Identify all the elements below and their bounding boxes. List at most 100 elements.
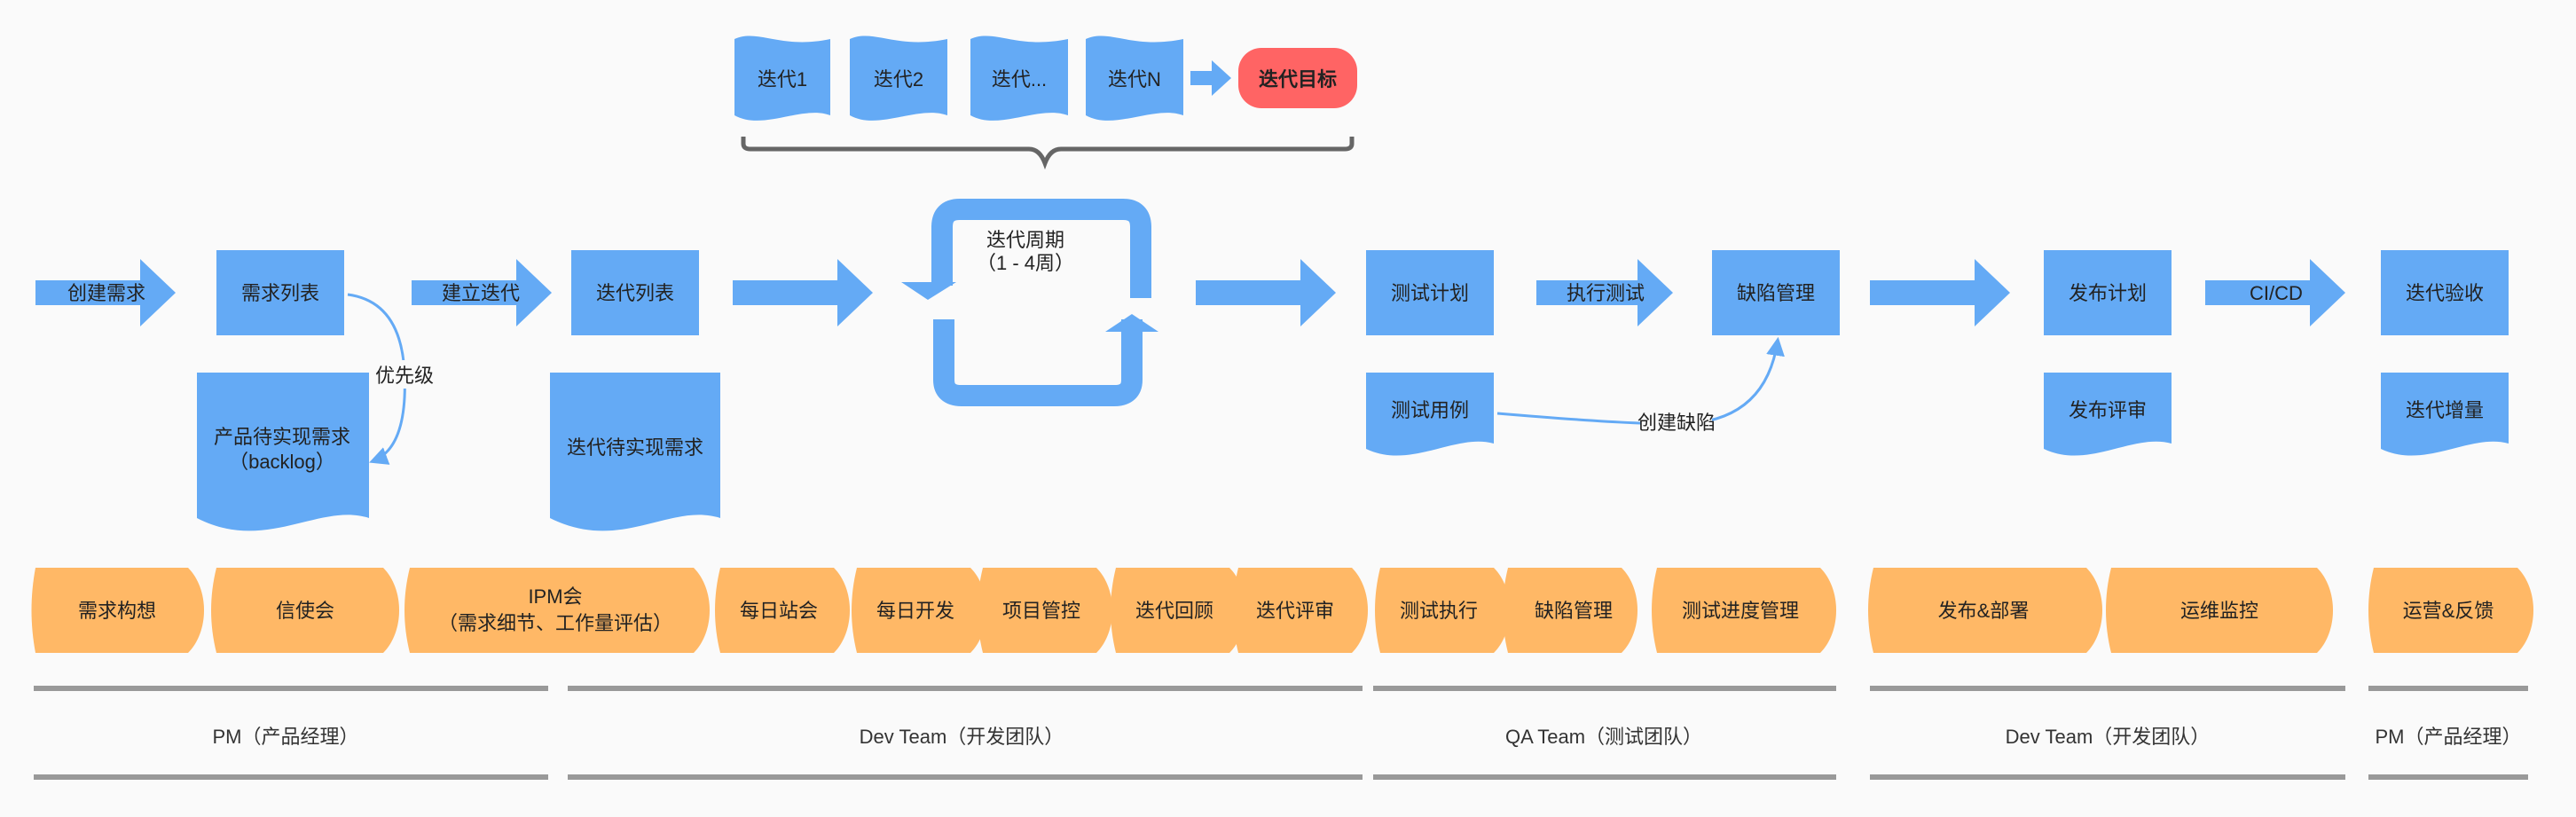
activity-requirement-ideation-label: 需求构想 [78, 600, 156, 622]
iteration-doc-n-label: 迭代N [1108, 68, 1161, 90]
iteration-backlog: 迭代待实现需求 [550, 373, 720, 531]
create-requirement-label: 创建需求 [67, 282, 145, 304]
activity-iteration-review: 迭代评审 [1233, 568, 1368, 653]
activity-defect-management-label: 缺陷管理 [1535, 600, 1613, 622]
activity-defect-management: 缺陷管理 [1503, 568, 1637, 653]
team-lane-qa-label: QA Team（测试团队） [1505, 726, 1702, 748]
priority-label: 优先级 [375, 365, 434, 387]
requirement-list-label: 需求列表 [241, 282, 319, 304]
to-goal-arrow [1190, 60, 1231, 96]
defect-management-label: 缺陷管理 [1737, 282, 1815, 304]
team-lane-pm-1: PM（产品经理） [34, 686, 548, 780]
activity-ipm-meeting: IPM会 （需求细节、工作量评估） [404, 568, 710, 653]
release-plan-label: 发布计划 [2069, 282, 2147, 304]
iteration-backlog-label: 迭代待实现需求 [567, 436, 703, 459]
activity-test-execution: 测试执行 [1375, 568, 1510, 653]
cicd-label: CI/CD [2250, 282, 2303, 304]
team-lane-dev-2: Dev Team（开发团队） [1870, 686, 2345, 780]
team-lanes: PM（产品经理） Dev Team（开发团队） QA Team（测试团队） De… [34, 686, 2528, 780]
activity-daily-standup-label: 每日站会 [740, 600, 818, 622]
execute-test-arrow: 执行测试 [1536, 259, 1673, 326]
iteration-cycle: 迭代周期 （1 - 4周） [901, 199, 1158, 406]
activity-ipm-meeting-sub: （需求细节、工作量评估） [438, 612, 672, 634]
build-iteration-label: 建立迭代 [442, 282, 520, 304]
iteration-acceptance: 迭代验收 [2381, 250, 2509, 335]
to-release-arrow [1870, 259, 2010, 326]
iteration-list-label: 迭代列表 [596, 282, 674, 304]
iteration-doc-1-label: 迭代1 [758, 68, 807, 90]
product-backlog: 产品待实现需求 （backlog） [197, 373, 369, 531]
release-plan: 发布计划 [2044, 250, 2172, 335]
iteration-doc-3-label: 迭代... [992, 68, 1047, 90]
activity-project-control-label: 项目管控 [1002, 600, 1080, 622]
activity-ops-monitoring: 运维监控 [2106, 568, 2333, 653]
test-case-label: 测试用例 [1391, 399, 1469, 421]
test-case: 测试用例 [1366, 373, 1494, 456]
create-requirement-arrow: 创建需求 [35, 259, 176, 326]
to-testing-arrow [1196, 259, 1336, 326]
iteration-doc-n: 迭代N [1086, 35, 1183, 121]
cycle-arrowhead-up [1105, 314, 1158, 332]
defect-management: 缺陷管理 [1712, 250, 1840, 335]
activity-daily-development: 每日开发 [852, 568, 986, 653]
activity-release-deploy: 发布&部署 [1868, 568, 2102, 653]
activity-retrospective-label: 迭代回顾 [1135, 600, 1213, 622]
team-lane-dev-1: Dev Team（开发团队） [568, 686, 1363, 780]
iteration-acceptance-label: 迭代验收 [2406, 282, 2484, 304]
activity-daily-development-label: 每日开发 [876, 600, 954, 622]
qa-section: 测试计划 执行测试 缺陷管理 测试用例 创建缺陷 [1366, 250, 1840, 456]
cycle-arrowhead-down [901, 282, 956, 300]
activity-operation-feedback-label: 运营&反馈 [2403, 600, 2494, 622]
activity-test-execution-label: 测试执行 [1400, 600, 1478, 622]
activity-project-control: 项目管控 [978, 568, 1112, 653]
cycle-label-line2: （1 - 4周） [977, 252, 1074, 274]
activity-test-progress-label: 测试进度管理 [1682, 600, 1799, 622]
activity-row: 需求构想 信使会 IPM会 （需求细节、工作量评估） 每日站会 每日开发 项目管… [31, 568, 2533, 653]
activity-daily-standup: 每日站会 [715, 568, 850, 653]
team-lane-qa: QA Team（测试团队） [1373, 686, 1836, 780]
iteration-list: 迭代列表 [571, 250, 699, 335]
activity-ipm-meeting-label: IPM会 [528, 585, 582, 608]
activity-release-deploy-label: 发布&部署 [1938, 600, 2030, 622]
product-backlog-line2: （backlog） [229, 451, 335, 473]
build-iteration-arrow: 建立迭代 [412, 259, 552, 326]
execute-test-label: 执行测试 [1567, 282, 1645, 304]
iteration-increment-label: 迭代增量 [2406, 399, 2484, 421]
activity-requirement-ideation: 需求构想 [31, 568, 204, 653]
team-lane-dev-1-label: Dev Team（开发团队） [860, 726, 1064, 748]
activity-test-progress: 测试进度管理 [1652, 568, 1836, 653]
iteration-doc-3: 迭代... [970, 35, 1068, 121]
team-lane-pm-1-label: PM（产品经理） [212, 726, 358, 748]
activity-messenger-meeting-label: 信使会 [276, 600, 334, 622]
team-lane-pm-2-label: PM（产品经理） [2375, 726, 2521, 748]
cicd-arrow: CI/CD [2205, 259, 2345, 326]
activity-iteration-review-label: 迭代评审 [1256, 600, 1334, 622]
to-cycle-arrow [733, 259, 873, 326]
test-plan-label: 测试计划 [1391, 282, 1469, 304]
requirements-section: 创建需求 需求列表 优先级 产品待实现需求 （backlog） 建立迭代 迭代列… [35, 250, 873, 531]
activity-ops-monitoring-label: 运维监控 [2180, 600, 2258, 622]
iteration-doc-2-label: 迭代2 [874, 68, 923, 90]
test-plan: 测试计划 [1366, 250, 1494, 335]
activity-operation-feedback: 运营&反馈 [2368, 568, 2533, 653]
requirement-list: 需求列表 [216, 250, 344, 335]
activity-messenger-meeting: 信使会 [211, 568, 399, 653]
iteration-increment: 迭代增量 [2381, 373, 2509, 456]
team-lane-dev-2-label: Dev Team（开发团队） [2006, 726, 2211, 748]
activity-retrospective: 迭代回顾 [1111, 568, 1245, 653]
iteration-goal-label: 迭代目标 [1259, 68, 1337, 90]
release-review-label: 发布评审 [2069, 399, 2147, 421]
iteration-goal: 迭代目标 [1238, 48, 1357, 108]
iterations-brace [741, 137, 1355, 170]
create-defect-label: 创建缺陷 [1637, 412, 1716, 434]
product-backlog-line1: 产品待实现需求 [214, 426, 350, 448]
release-review: 发布评审 [2044, 373, 2172, 456]
team-lane-pm-2: PM（产品经理） [2368, 686, 2528, 780]
iteration-strip: 迭代1 迭代2 迭代... 迭代N 迭代目标 [734, 35, 1357, 170]
cycle-label-line1: 迭代周期 [986, 229, 1064, 251]
iteration-doc-1: 迭代1 [734, 35, 830, 121]
iteration-doc-2: 迭代2 [850, 35, 947, 121]
release-section: 发布计划 发布评审 CI/CD 迭代验收 迭代增量 [2044, 250, 2509, 456]
